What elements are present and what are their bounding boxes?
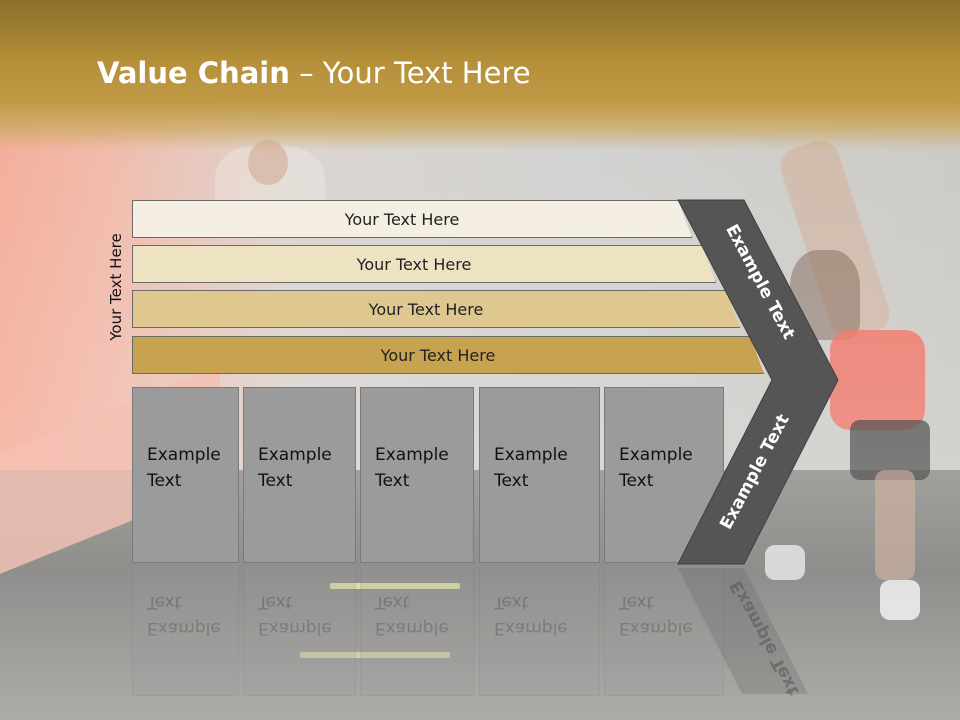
- box-3-reflection: Example Text: [360, 566, 474, 696]
- title-bar: [0, 0, 960, 150]
- background-floor-stripe: [330, 583, 460, 589]
- band-4[interactable]: Your Text Here: [132, 336, 764, 374]
- box-1-reflection: Example Text: [132, 566, 239, 696]
- box-3[interactable]: Example Text: [360, 387, 474, 563]
- slide-title[interactable]: Value Chain – Your Text Here: [97, 56, 531, 90]
- chevron-arrow[interactable]: [672, 198, 842, 698]
- background-shoe: [880, 580, 920, 620]
- background-floor-stripe: [300, 652, 450, 658]
- box-1-label: Example Text: [147, 445, 221, 491]
- box-4[interactable]: Example Text: [479, 387, 600, 563]
- band-2-label: Your Text Here: [356, 254, 472, 274]
- box-4-reflection-label: Example Text: [494, 592, 568, 638]
- slide-title-bold: Value Chain: [97, 56, 290, 90]
- box-2-reflection: Example Text: [243, 566, 356, 696]
- background-athlete-leg: [875, 470, 915, 580]
- box-2[interactable]: Example Text: [243, 387, 356, 563]
- box-2-label: Example Text: [258, 445, 332, 491]
- box-3-label: Example Text: [375, 445, 449, 491]
- slide-title-rest: – Your Text Here: [289, 56, 531, 90]
- band-4-label: Your Text Here: [380, 345, 496, 365]
- box-4-label: Example Text: [494, 445, 568, 491]
- background-athlete-shirt: [830, 330, 925, 430]
- band-1-label: Your Text Here: [344, 209, 460, 229]
- band-3[interactable]: Your Text Here: [132, 290, 740, 328]
- box-1[interactable]: Example Text: [132, 387, 239, 563]
- box-3-reflection-label: Example Text: [375, 592, 449, 638]
- box-4-reflection: Example Text: [479, 566, 600, 696]
- band-3-label: Your Text Here: [368, 299, 484, 319]
- band-1[interactable]: Your Text Here: [132, 200, 692, 238]
- box-1-reflection-label: Example Text: [147, 592, 221, 638]
- chevron-shape: [677, 199, 839, 565]
- chevron-reflection: [678, 568, 808, 694]
- box-2-reflection-label: Example Text: [258, 592, 332, 638]
- background-shoe: [765, 545, 805, 580]
- band-2[interactable]: Your Text Here: [132, 245, 716, 283]
- box-5-label: Example Text: [619, 445, 693, 491]
- side-label[interactable]: Your Text Here: [107, 233, 125, 341]
